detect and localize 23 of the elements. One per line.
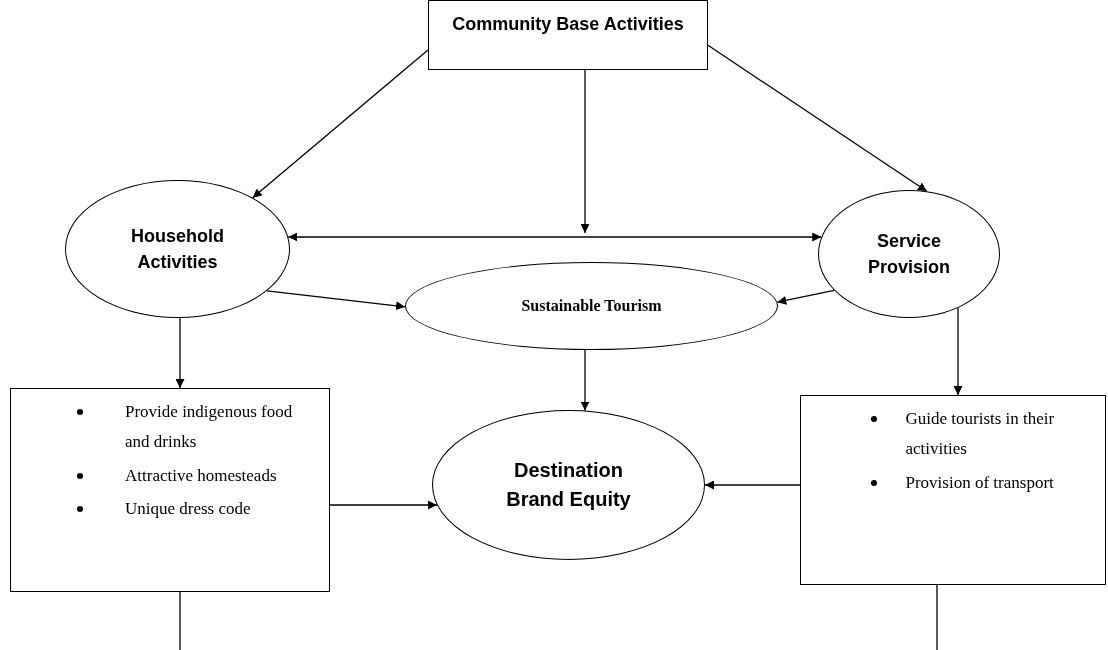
arrow (704, 480, 801, 490)
node-label: Community Base Activities (452, 13, 684, 36)
bullet-item: Provide indigenous food and drinks (125, 401, 294, 453)
bullet-item: Provision of transport (905, 471, 1055, 494)
arrow (580, 349, 590, 412)
arrow (252, 49, 429, 199)
node-label: Destination Brand Equity (505, 458, 632, 512)
bullet-item: Attractive homesteads (125, 464, 278, 487)
node-label: Household Activities (130, 224, 225, 274)
arrow (287, 232, 822, 242)
arrow (953, 307, 963, 396)
arrow (707, 44, 928, 192)
rectangle-node (428, 0, 708, 70)
arrow (175, 317, 185, 389)
node-label: Service Provision (867, 229, 951, 279)
arrow (266, 290, 406, 311)
node-label: Sustainable Tourism (521, 296, 662, 317)
bullet-item: Guide tourists in their activities (905, 408, 1056, 460)
list-box (10, 388, 330, 592)
list-box (800, 395, 1106, 585)
bullet-item: Unique dress code (125, 498, 252, 521)
arrow (580, 69, 590, 234)
arrow (776, 289, 835, 305)
